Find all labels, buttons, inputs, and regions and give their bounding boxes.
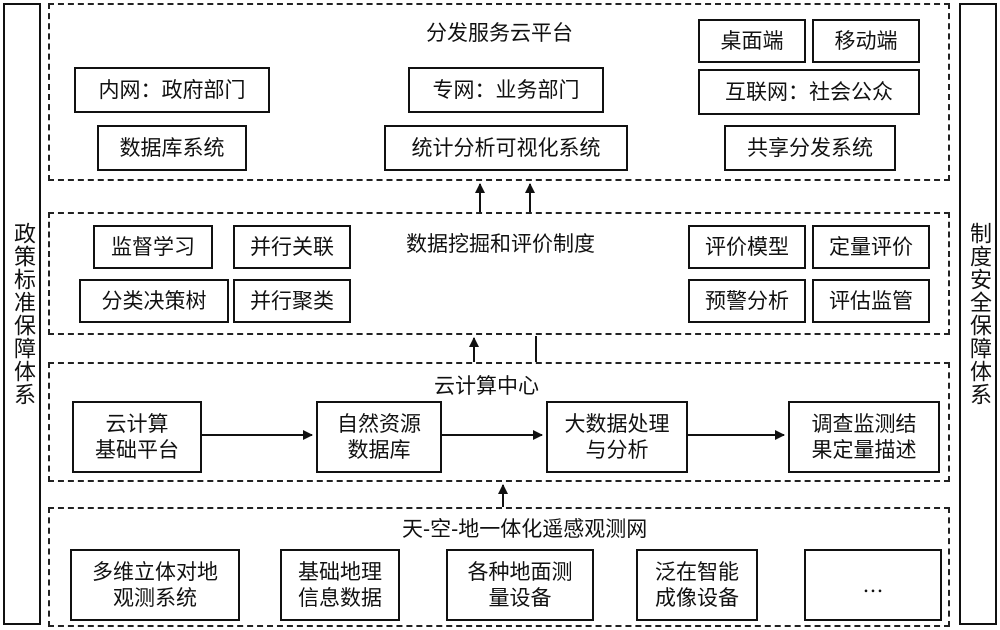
box-ground-survey-devices: 各种地面测 量设备 bbox=[446, 549, 594, 621]
box-evaluation-model: 评价模型 bbox=[688, 225, 806, 269]
box-intranet-government: 内网：政府部门 bbox=[74, 67, 270, 113]
layer-distribution-cloud: 分发服务云平台 内网：政府部门 专网：业务部门 桌面端 移动端 互联网：社会公众… bbox=[48, 3, 950, 181]
box-internet-public: 互联网：社会公众 bbox=[698, 69, 920, 115]
step-natural-resources-db: 自然资源 数据库 bbox=[316, 401, 442, 473]
left-support-label: 政策标准保障体系 bbox=[10, 222, 35, 406]
layer-remote-sensing-network: 天-空-地一体化遥感观测网 多维立体对地 观测系统 基础地理 信息数据 各种地面… bbox=[48, 507, 950, 627]
box-assessment-supervision: 评估监管 bbox=[812, 279, 930, 323]
box-classification-tree: 分类决策树 bbox=[79, 279, 229, 323]
layer-distribution-title: 分发服务云平台 bbox=[426, 21, 573, 45]
box-parallel-clustering: 并行聚类 bbox=[233, 279, 351, 323]
box-multidimensional-observation: 多维立体对地 观测系统 bbox=[70, 549, 240, 621]
box-sharing-distribution: 共享分发系统 bbox=[724, 125, 896, 171]
layer-remote-sensing-title: 天-空-地一体化遥感观测网 bbox=[402, 517, 648, 541]
layer-data-mining-title: 数据挖掘和评价制度 bbox=[406, 232, 595, 256]
step-bigdata-analysis: 大数据处理 与分析 bbox=[546, 401, 688, 473]
box-early-warning: 预警分析 bbox=[688, 279, 806, 323]
step-quantitative-description: 调查监测结 果定量描述 bbox=[788, 401, 940, 473]
box-desktop-client: 桌面端 bbox=[698, 19, 806, 63]
box-parallel-association: 并行关联 bbox=[233, 225, 351, 269]
layer-data-mining: 数据挖掘和评价制度 监督学习 并行关联 分类决策树 并行聚类 评价模型 定量评价… bbox=[48, 212, 950, 335]
layer-cloud-computing-title: 云计算中心 bbox=[434, 374, 539, 398]
box-private-network-business: 专网：业务部门 bbox=[408, 67, 604, 113]
box-basic-geo-info: 基础地理 信息数据 bbox=[280, 549, 400, 621]
right-support-frame: 制度安全保障体系 bbox=[959, 3, 997, 625]
box-supervised-learning: 监督学习 bbox=[93, 225, 213, 269]
box-mobile-client: 移动端 bbox=[812, 19, 920, 63]
left-support-frame: 政策标准保障体系 bbox=[3, 3, 41, 625]
right-support-label: 制度安全保障体系 bbox=[966, 222, 991, 406]
box-database-system: 数据库系统 bbox=[97, 125, 247, 171]
layer-cloud-computing: 云计算中心 云计算 基础平台 自然资源 数据库 大数据处理 与分析 调查监测结 … bbox=[48, 362, 950, 482]
box-quantitative-evaluation: 定量评价 bbox=[812, 225, 930, 269]
box-statistics-visualization: 统计分析可视化系统 bbox=[384, 125, 628, 171]
step-cloud-base-platform: 云计算 基础平台 bbox=[72, 401, 202, 473]
box-more-ellipsis: … bbox=[804, 549, 942, 621]
box-smart-imaging-devices: 泛在智能 成像设备 bbox=[636, 549, 758, 621]
